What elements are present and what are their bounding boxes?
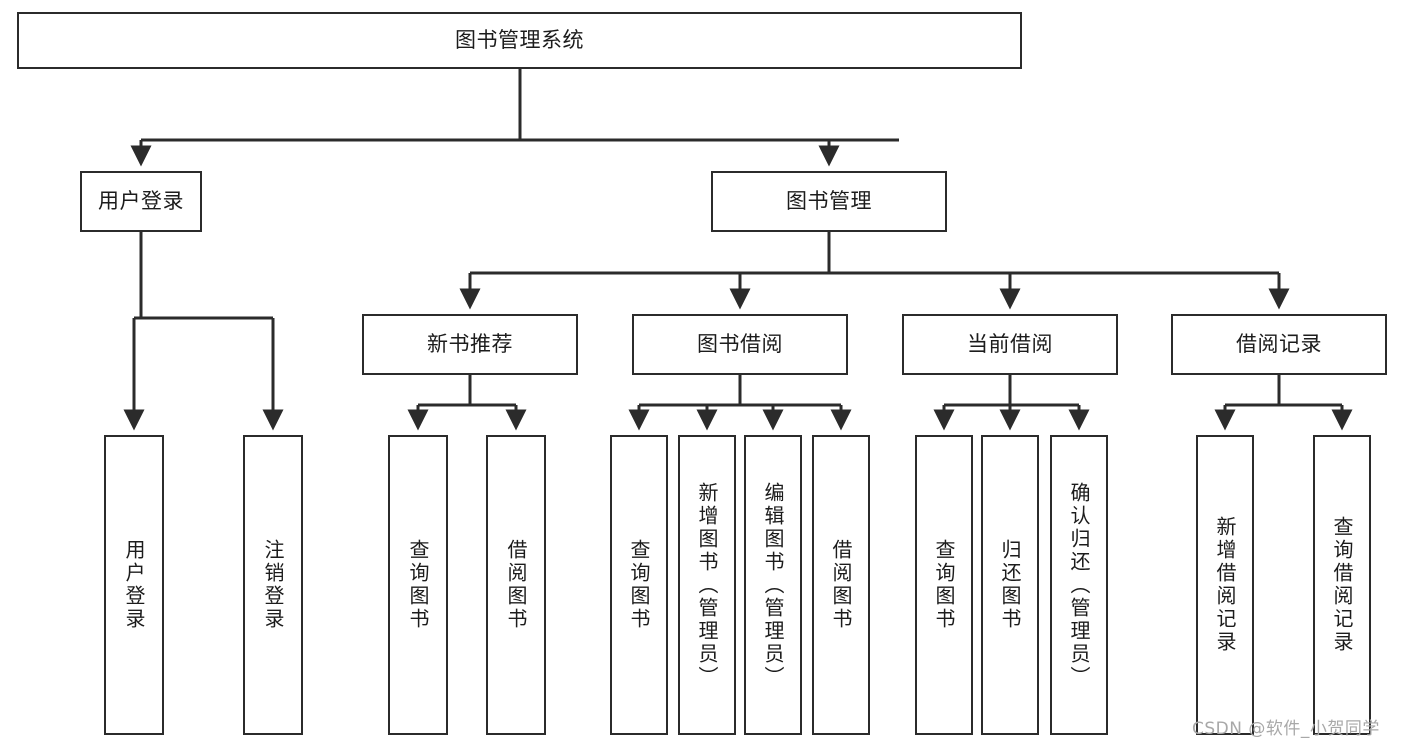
node-leaf-logout[interactable]: 注销登录	[243, 435, 303, 735]
node-leaf-query-record-label: 查询借阅记录	[1330, 516, 1354, 654]
node-leaf-query-book-1-label: 查询图书	[406, 539, 430, 631]
node-borrow-record-label: 借阅记录	[1236, 332, 1322, 357]
node-leaf-confirm-return-label: 确认归还（管理员）	[1067, 481, 1091, 689]
node-book-manage[interactable]: 图书管理	[711, 171, 947, 232]
node-leaf-user-login[interactable]: 用户登录	[104, 435, 164, 735]
node-book-borrow[interactable]: 图书借阅	[632, 314, 848, 375]
node-leaf-borrow-book-1[interactable]: 借阅图书	[486, 435, 546, 735]
node-current-borrow-label: 当前借阅	[967, 332, 1053, 357]
node-leaf-add-book[interactable]: 新增图书（管理员）	[678, 435, 736, 735]
node-book-borrow-label: 图书借阅	[697, 332, 783, 357]
node-leaf-add-record-label: 新增借阅记录	[1213, 516, 1237, 654]
node-leaf-edit-book-label: 编辑图书（管理员）	[761, 481, 785, 689]
node-borrow-record[interactable]: 借阅记录	[1171, 314, 1387, 375]
node-leaf-query-book-3-label: 查询图书	[932, 539, 956, 631]
node-leaf-confirm-return[interactable]: 确认归还（管理员）	[1050, 435, 1108, 735]
node-leaf-add-record[interactable]: 新增借阅记录	[1196, 435, 1254, 735]
node-user-login-label: 用户登录	[98, 189, 184, 214]
node-leaf-add-book-label: 新增图书（管理员）	[695, 481, 719, 689]
node-root[interactable]: 图书管理系统	[17, 12, 1022, 69]
node-leaf-query-book-1[interactable]: 查询图书	[388, 435, 448, 735]
node-new-book-rec[interactable]: 新书推荐	[362, 314, 578, 375]
node-leaf-return-book-label: 归还图书	[998, 539, 1022, 631]
node-user-login[interactable]: 用户登录	[80, 171, 202, 232]
node-leaf-edit-book[interactable]: 编辑图书（管理员）	[744, 435, 802, 735]
node-leaf-user-login-label: 用户登录	[122, 539, 146, 631]
node-new-book-rec-label: 新书推荐	[427, 332, 513, 357]
node-leaf-borrow-book-2-label: 借阅图书	[829, 539, 853, 631]
csdn-watermark: CSDN @软件_小贺同学	[1192, 719, 1380, 739]
node-leaf-borrow-book-1-label: 借阅图书	[504, 539, 528, 631]
node-leaf-return-book[interactable]: 归还图书	[981, 435, 1039, 735]
node-leaf-query-book-3[interactable]: 查询图书	[915, 435, 973, 735]
node-leaf-query-book-2[interactable]: 查询图书	[610, 435, 668, 735]
node-leaf-query-book-2-label: 查询图书	[627, 539, 651, 631]
node-root-label: 图书管理系统	[455, 28, 584, 53]
node-current-borrow[interactable]: 当前借阅	[902, 314, 1118, 375]
node-leaf-borrow-book-2[interactable]: 借阅图书	[812, 435, 870, 735]
node-leaf-query-record[interactable]: 查询借阅记录	[1313, 435, 1371, 735]
node-book-manage-label: 图书管理	[786, 189, 872, 214]
node-leaf-logout-label: 注销登录	[261, 539, 285, 631]
